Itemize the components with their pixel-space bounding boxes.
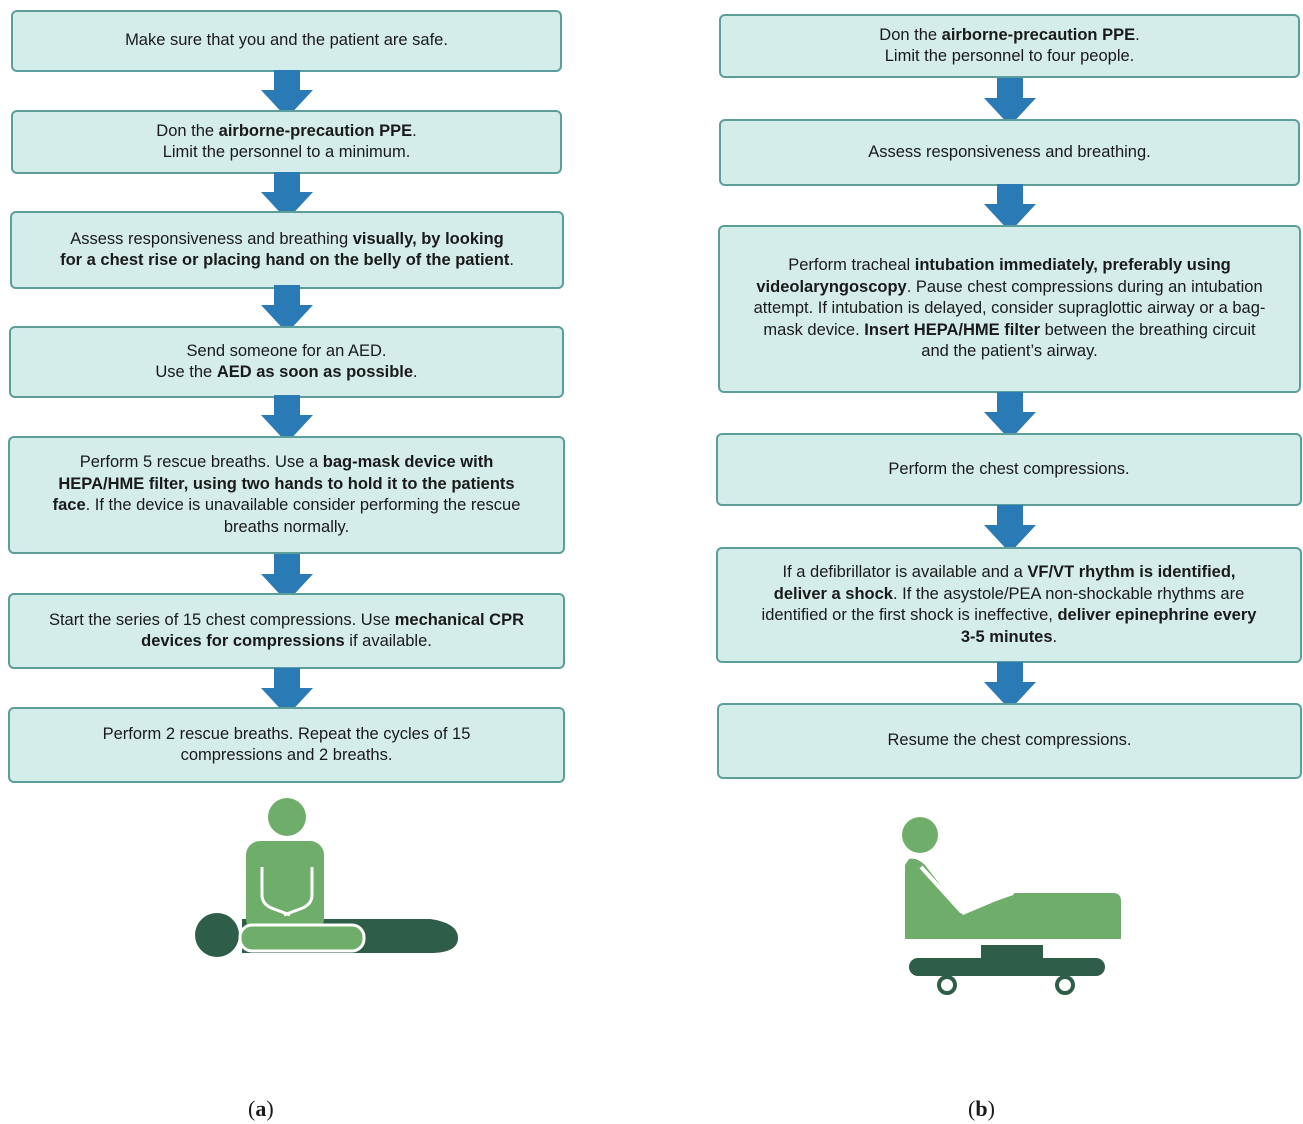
- step-a4-text: Send someone for an AED. Use the AED as …: [155, 341, 417, 384]
- step-a3: Assess responsiveness and breathing visu…: [10, 211, 564, 289]
- step-a6-bold-1: mechanical CPR devices for compressions: [141, 610, 525, 651]
- step-b3: Perform tracheal intubation immediately,…: [718, 225, 1301, 393]
- step-b5-text-2: . If the asystole/PEA non-shockable rhyt…: [761, 584, 1245, 625]
- step-b2: Assess responsiveness and breathing.: [719, 119, 1300, 186]
- caption-b-close: ): [987, 1096, 995, 1121]
- step-a2-bold-1: airborne-precaution PPE: [218, 121, 413, 140]
- step-b5-bold-1: VF/VT rhythm is identified, deliver a sh…: [773, 563, 1236, 603]
- step-a7: Perform 2 rescue breaths. Repeat the cyc…: [8, 707, 565, 783]
- step-a2: Don the airborne-precaution PPE. Limit t…: [11, 110, 562, 174]
- step-b3-text: Perform tracheal intubation immediately,…: [750, 255, 1269, 363]
- step-b4: Perform the chest compressions.: [716, 433, 1302, 506]
- step-a4-bold-1: AED as soon as possible: [216, 363, 414, 381]
- step-b3-text-1: Perform tracheal: [788, 256, 915, 275]
- arrow-down-icon: [984, 505, 1036, 553]
- step-b3-text-2: . Pause chest compressions during an int…: [753, 277, 1266, 339]
- step-b5-bold-2: deliver epinephrine every 3-5 minutes: [960, 606, 1257, 646]
- step-b1-bold-1: airborne-precaution PPE: [941, 25, 1136, 44]
- step-a3-text-1: Assess responsiveness and breathing: [70, 229, 353, 248]
- step-a4-text-2: Use the: [155, 363, 217, 381]
- step-a6-text: Start the series of 15 chest compression…: [40, 610, 533, 653]
- step-b5-text-1: If a defibrillator is available and a: [782, 563, 1028, 581]
- caption-b-letter: b: [975, 1096, 988, 1121]
- step-a2-text: Don the airborne-precaution PPE. Limit t…: [156, 121, 416, 164]
- caption-a-open: (: [248, 1096, 256, 1121]
- step-a6-text-1: Start the series of 15 chest compression…: [48, 610, 395, 629]
- step-b5-text: If a defibrillator is available and a VF…: [758, 562, 1260, 648]
- step-b3-bold-1: intubation immediately, preferably using…: [756, 256, 1231, 296]
- step-a3-text: Assess responsiveness and breathing visu…: [60, 229, 514, 272]
- step-a2-text-2: .: [412, 121, 417, 140]
- step-b5: If a defibrillator is available and a VF…: [716, 547, 1302, 663]
- step-a2-text-3: Limit the personnel to a minimum.: [162, 143, 411, 161]
- caption-b: (b): [968, 1096, 995, 1122]
- step-b1-text-3: Limit the personnel to four people.: [884, 47, 1135, 65]
- step-a4-text-1: Send someone for an AED.: [186, 341, 387, 360]
- step-a3-bold-1: visually, by looking: [352, 229, 504, 248]
- step-b5-text-3: .: [1052, 627, 1058, 646]
- step-a5-text-2: . If the device is unavailable consider …: [85, 496, 521, 536]
- step-a5: Perform 5 rescue breaths. Use a bag-mask…: [8, 436, 565, 554]
- caption-a: (a): [248, 1096, 274, 1122]
- step-b1-text-2: .: [1135, 25, 1140, 44]
- step-a7-text: Perform 2 rescue breaths. Repeat the cyc…: [80, 724, 493, 767]
- step-b1-text: Don the airborne-precaution PPE. Limit t…: [879, 25, 1139, 68]
- step-b3-text-3: between the breathing circuit and the pa…: [921, 320, 1256, 361]
- step-b3-bold-2: Insert HEPA/HME filter: [864, 320, 1041, 339]
- step-b6-text: Resume the chest compressions.: [887, 731, 1132, 750]
- step-a6-text-2: if available.: [344, 632, 432, 650]
- step-a1-text: Make sure that you and the patient are s…: [125, 31, 448, 50]
- caption-a-close: ): [266, 1096, 274, 1121]
- step-a4: Send someone for an AED. Use the AED as …: [9, 326, 564, 398]
- step-a5-bold-1: bag-mask device with HEPA/HME filter, us…: [52, 453, 515, 514]
- step-b4-text: Perform the chest compressions.: [888, 459, 1130, 478]
- step-b1-text-1: Don the: [879, 25, 942, 44]
- cpr-figure-icon: [195, 798, 458, 957]
- step-a5-text: Perform 5 rescue breaths. Use a bag-mask…: [40, 452, 533, 538]
- step-a2-text-1: Don the: [156, 121, 219, 140]
- step-a7-text-1: Perform 2 rescue breaths. Repeat the cyc…: [102, 724, 471, 765]
- step-a6: Start the series of 15 chest compression…: [8, 593, 565, 669]
- step-a5-text-1: Perform 5 rescue breaths. Use a: [79, 453, 323, 471]
- step-a1: Make sure that you and the patient are s…: [11, 10, 562, 72]
- step-a3-text-2: .: [509, 251, 514, 269]
- step-a3-bold-2: for a chest rise or placing hand on the …: [60, 251, 510, 269]
- hospital-bed-patient-icon: [902, 817, 1121, 995]
- caption-b-open: (: [968, 1096, 976, 1121]
- step-a4-text-3: .: [413, 363, 418, 381]
- step-b6: Resume the chest compressions.: [717, 703, 1302, 779]
- step-b2-text: Assess responsiveness and breathing.: [868, 142, 1151, 161]
- caption-a-letter: a: [255, 1096, 267, 1121]
- step-b1: Don the airborne-precaution PPE. Limit t…: [719, 14, 1300, 78]
